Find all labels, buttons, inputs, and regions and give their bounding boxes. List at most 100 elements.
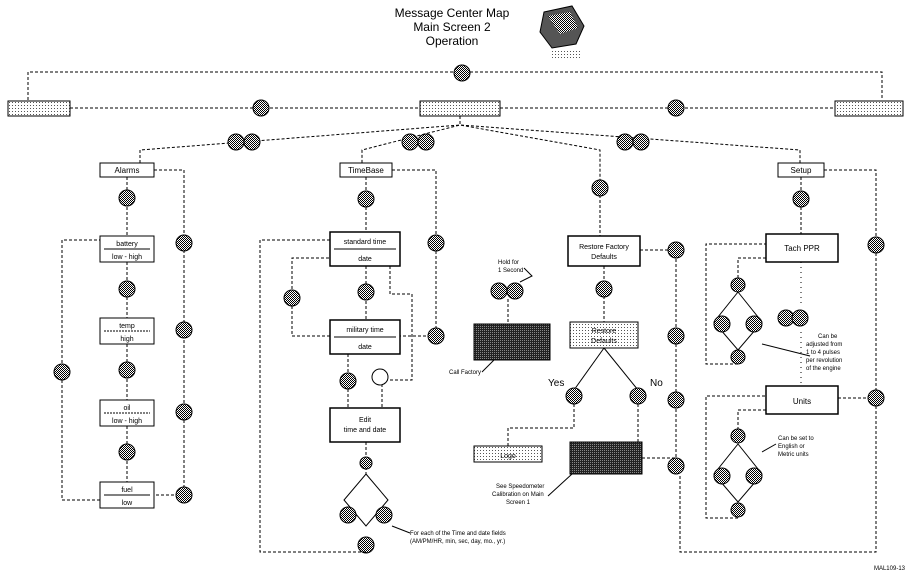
button-icon bbox=[745, 315, 763, 333]
button-icon bbox=[118, 280, 136, 298]
button-icon bbox=[375, 506, 393, 524]
button-icon bbox=[667, 241, 685, 259]
button-icon bbox=[730, 502, 746, 518]
button-icon bbox=[591, 179, 609, 197]
foreach-note-1: For each of the Time and date fields bbox=[410, 531, 506, 537]
button-icon bbox=[867, 236, 885, 254]
button-icon bbox=[730, 277, 746, 293]
button-icon bbox=[227, 133, 245, 151]
button-icon bbox=[175, 321, 193, 339]
button-icon bbox=[506, 282, 524, 300]
button-icon bbox=[243, 133, 261, 151]
restore-factory-label-1: Restore Factory bbox=[579, 244, 629, 251]
button-icon bbox=[339, 372, 357, 390]
button-icon bbox=[371, 368, 389, 386]
gauge-device-icon bbox=[539, 5, 585, 60]
see-speedo-note-2: Calibration on Main bbox=[492, 492, 544, 498]
hold-note-1: Hold for bbox=[498, 260, 519, 266]
units-box bbox=[765, 385, 839, 415]
restore-factory-box bbox=[567, 235, 641, 267]
hold-note-2: 1 Second bbox=[498, 268, 523, 274]
battery-sub-label: low - high bbox=[112, 254, 142, 261]
button-icon bbox=[791, 309, 809, 327]
branch-button-pairs bbox=[227, 133, 650, 151]
button-icon bbox=[565, 387, 583, 405]
button-icon bbox=[175, 486, 193, 504]
foreach-note-2: (AM/PM/HR, min, sec, day, mo., yr.) bbox=[410, 539, 505, 545]
see-speedo-note-3: Screen 1 bbox=[506, 500, 531, 506]
branch-lines bbox=[139, 116, 801, 180]
title-line-1: Message Center Map bbox=[395, 6, 510, 20]
button-icon bbox=[118, 443, 136, 461]
tach-note-2: adjusted from bbox=[806, 342, 842, 348]
fuel-label: fuel bbox=[121, 487, 133, 494]
button-icon bbox=[175, 403, 193, 421]
tach-note-4: per revolution bbox=[806, 358, 842, 364]
button-icon bbox=[667, 457, 685, 475]
timebase-column: TimeBase standard time date military tim… bbox=[259, 162, 506, 554]
button-icon bbox=[357, 283, 375, 301]
timebase-label: TimeBase bbox=[348, 166, 384, 175]
tach-ppr-label: Tach PPR bbox=[784, 244, 820, 253]
oil-sub-label: low - high bbox=[112, 418, 142, 425]
units-note-2: English or bbox=[778, 444, 805, 450]
figure-id: MAL109-13 bbox=[874, 566, 906, 572]
next-screen-bar bbox=[834, 100, 904, 117]
button-icon bbox=[53, 363, 71, 381]
alarms-label: Alarms bbox=[115, 166, 140, 175]
edit-label-2: time and date bbox=[344, 427, 387, 434]
button-icon bbox=[427, 234, 445, 252]
button-icon bbox=[667, 391, 685, 409]
restore-defaults-label-1: Restore bbox=[592, 328, 617, 335]
tach-note-3: 1 to 4 pulses bbox=[806, 350, 840, 356]
title-line-3: Operation bbox=[426, 34, 479, 48]
logo-box bbox=[473, 445, 543, 463]
button-icon bbox=[629, 387, 647, 405]
no-label: No bbox=[650, 378, 663, 389]
standard-time-label: standard time bbox=[344, 239, 387, 246]
call-factory-screen bbox=[473, 323, 551, 361]
button-icon bbox=[713, 467, 731, 485]
edit-label-1: Edit bbox=[359, 417, 371, 424]
military-time-label: military time bbox=[346, 327, 383, 334]
edit-box bbox=[329, 407, 401, 443]
button-icon bbox=[616, 133, 634, 151]
button-icon bbox=[730, 428, 746, 444]
units-label: Units bbox=[793, 397, 811, 406]
button-icon bbox=[401, 133, 419, 151]
button-icon bbox=[359, 456, 373, 470]
button-icon bbox=[730, 349, 746, 365]
tach-ppr-box bbox=[765, 233, 839, 263]
units-note-1: Can be set to bbox=[778, 436, 814, 442]
button-icon bbox=[118, 361, 136, 379]
call-factory-note: Call Factory bbox=[449, 370, 481, 376]
button-icon bbox=[357, 190, 375, 208]
yes-label: Yes bbox=[548, 378, 564, 389]
setup-column: Setup Tach PPR Can be adjusted from 1 to… bbox=[679, 162, 885, 553]
button-icon bbox=[667, 327, 685, 345]
button-icon bbox=[867, 389, 885, 407]
button-icon bbox=[427, 327, 445, 345]
restore-defaults-label-2: Defaults bbox=[591, 338, 617, 345]
date-label-1: date bbox=[358, 256, 372, 263]
button-icon bbox=[283, 289, 301, 307]
tach-note-1: Can be bbox=[818, 334, 838, 340]
title-block: Message Center Map Main Screen 2 Operati… bbox=[395, 6, 510, 48]
speedometer-screen bbox=[569, 441, 643, 475]
button-icon bbox=[252, 99, 270, 117]
prev-screen-bar bbox=[7, 100, 71, 117]
see-speedo-note-1: See Speedometer bbox=[496, 484, 544, 490]
button-icon bbox=[792, 190, 810, 208]
setup-label: Setup bbox=[791, 166, 812, 175]
restore-defaults-box bbox=[569, 321, 639, 349]
fuel-sub-label: low bbox=[122, 500, 133, 507]
button-icon bbox=[745, 467, 763, 485]
oil-label: oil bbox=[123, 405, 130, 412]
logo-label: Logo bbox=[500, 453, 516, 460]
date-label-2: date bbox=[358, 344, 372, 351]
button-icon bbox=[118, 189, 136, 207]
battery-label: battery bbox=[116, 241, 138, 248]
tach-note-5: of the engine bbox=[806, 366, 841, 372]
